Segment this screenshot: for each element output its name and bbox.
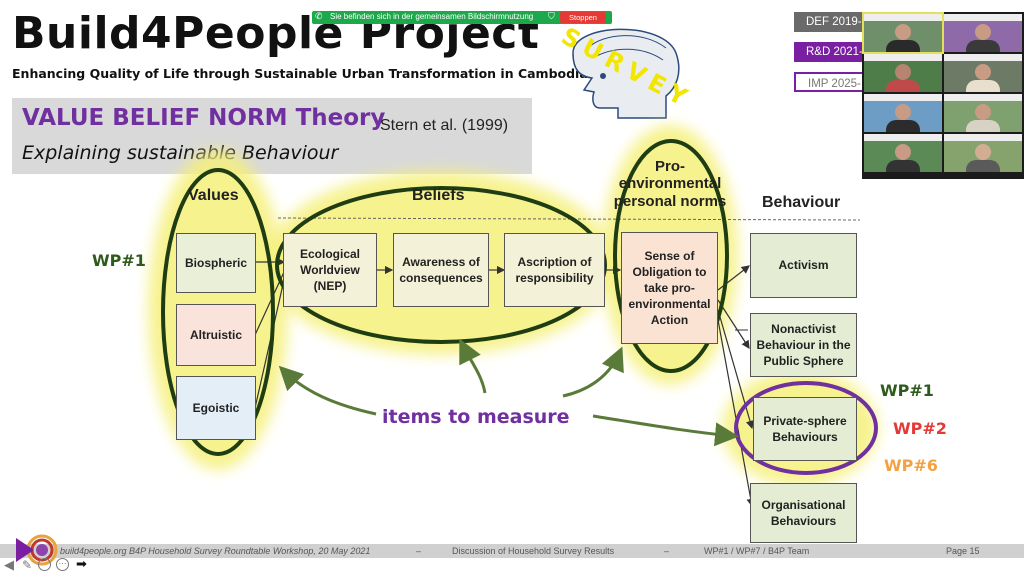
wp-left-label: WP#1: [92, 251, 146, 270]
value-biospheric: Biospheric: [176, 233, 256, 293]
previous-slide-icon[interactable]: ◀: [4, 557, 14, 572]
norms-heading: Pro-environmental personal norms: [613, 158, 727, 210]
wp-right-label-2: WP#2: [893, 419, 947, 438]
beliefs-heading: Beliefs: [412, 187, 465, 204]
wp-right-label-3: WP#6: [884, 456, 938, 475]
footer-event: build4people.org B4P Household Survey Ro…: [60, 546, 371, 556]
footer-sep-1: –: [416, 546, 422, 556]
beliefs-ellipse: [275, 186, 607, 344]
behaviour-organisational: Organisational Behaviours: [750, 483, 857, 543]
footer-page: Page 15: [946, 546, 980, 556]
theory-citation: Stern et al. (1999): [380, 117, 509, 134]
b4p-logo: [16, 534, 58, 566]
footer-topic: Discussion of Household Survey Results: [452, 546, 615, 556]
zoom-icon[interactable]: [38, 558, 51, 571]
more-options-icon[interactable]: ⋯: [56, 558, 69, 571]
theory-box: [12, 98, 532, 174]
items-to-measure-label: items to measure: [382, 406, 570, 428]
screen-share-bar: [312, 11, 612, 24]
participant-tile[interactable]: [864, 94, 942, 132]
theory-title: VALUE BELIEF NORM Theory: [22, 105, 386, 131]
value-altruistic: Altruistic: [176, 304, 256, 366]
values-heading: Values: [188, 187, 239, 204]
norm-sense-of-obligation: Sense of Obligation to take pro-environm…: [621, 232, 718, 344]
theory-subtitle: Explaining sustainable Behaviour: [22, 142, 339, 164]
pen-tool-icon[interactable]: ✎: [22, 558, 33, 572]
behaviour-activism: Activism: [750, 233, 857, 298]
next-slide-icon[interactable]: ➡: [76, 556, 87, 571]
participant-tile[interactable]: [862, 12, 944, 54]
survey-head-logo: [572, 28, 680, 119]
values-ellipse: [161, 168, 275, 456]
wp-right-label-1: WP#1: [880, 381, 934, 400]
screen-share-message: Sie befinden sich in der gemeinsamen Bil…: [330, 12, 534, 21]
participant-tile[interactable]: [864, 134, 942, 172]
behaviour-private-sphere: Private-sphere Behaviours: [753, 397, 857, 461]
belief-ecological-worldview: Ecological Worldview (NEP): [283, 233, 377, 307]
participant-tile[interactable]: [944, 54, 1022, 92]
behaviour-nonactivist: Nonactivist Behaviour in the Public Sphe…: [750, 313, 857, 377]
footer-sep-2: –: [664, 546, 670, 556]
participant-tile[interactable]: [944, 14, 1022, 52]
shield-icon: ⛉: [548, 11, 555, 21]
video-participants-grid[interactable]: [862, 12, 1024, 179]
participant-tile[interactable]: [864, 54, 942, 92]
belief-ascription: Ascription of responsibility: [504, 233, 605, 307]
participant-tile[interactable]: [944, 134, 1022, 172]
value-egoistic: Egoistic: [176, 376, 256, 440]
share-phone-icon: ✆: [315, 11, 323, 21]
behaviour-heading: Behaviour: [762, 194, 841, 211]
norms-ellipse: [613, 139, 729, 373]
stop-share-button[interactable]: Stoppen: [560, 12, 606, 23]
belief-awareness: Awareness of consequences: [393, 233, 489, 307]
footer-team: WP#1 / WP#7 / B4P Team: [704, 546, 810, 556]
participant-tile[interactable]: [944, 94, 1022, 132]
project-subtitle: Enhancing Quality of Life through Sustai…: [12, 66, 588, 81]
slide-footer: build4people.org B4P Household Survey Ro…: [0, 544, 1024, 558]
